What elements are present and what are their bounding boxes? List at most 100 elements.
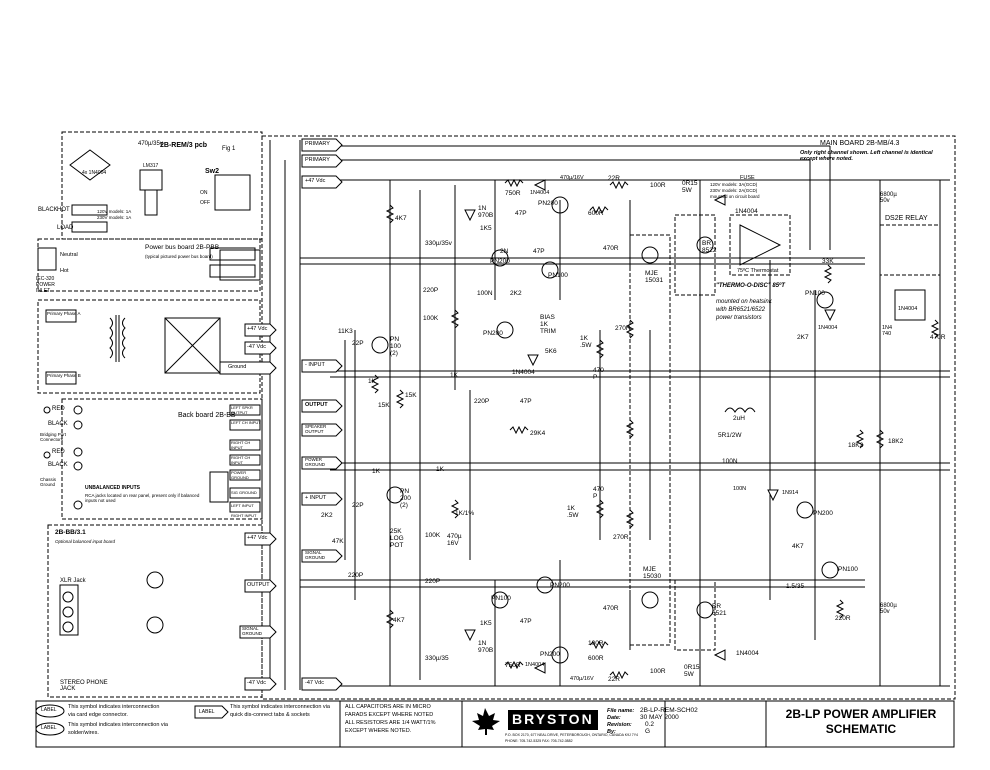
- rem-cap: 470µ/35v: [138, 141, 163, 147]
- cap-note-2: FARADS EXCEPT WHERE NOTED: [345, 712, 434, 718]
- conn-47v-1: +47 Vdc: [305, 178, 326, 184]
- notes-frame: [35, 700, 955, 748]
- rem-fuse-note2: 230V models: 1A: [97, 215, 132, 220]
- part-r1k5a: 1K5: [480, 225, 492, 232]
- part-pn100e: PN100: [491, 595, 511, 602]
- conn-left-spkr: LEFT SPKR OUTPUT: [231, 405, 253, 415]
- balanced-title: 2B-BB/3.1: [55, 529, 86, 536]
- part-fuse-note2: 230V models: 2A(GCD): [710, 188, 758, 193]
- part-r11k3: 11K3: [338, 328, 353, 335]
- part-r4k7b: 4K7: [792, 543, 804, 550]
- conn-minus-input: - INPUT: [305, 362, 325, 368]
- part-r2k2: 2K2: [510, 290, 522, 297]
- part-pn200e: PN 200 (2): [400, 488, 411, 509]
- part-pn200d: PN200: [813, 510, 833, 517]
- part-c220pd: 220P: [348, 572, 364, 579]
- part-pn100a: PN100: [548, 272, 568, 279]
- part-d4004d: 1N4004: [818, 325, 838, 331]
- part-pn200a: PN200: [490, 258, 510, 265]
- part-r470b: 470R: [930, 334, 946, 341]
- part-d4004e: 1N4004: [736, 650, 759, 657]
- part-d4004b: 1N4004: [735, 208, 758, 215]
- note-label-3: LABEL: [199, 709, 215, 715]
- part-c470c: 470µ/16V: [570, 676, 594, 682]
- part-c220p: 220P: [423, 287, 439, 294]
- part-r29k4: 29K4: [530, 430, 546, 437]
- conn-sig-ground-bb: SIG GROUND: [231, 490, 257, 495]
- logo-phone: PHONE: 705-742-5325 FAX: 705-742-0882: [505, 739, 573, 743]
- part-fuse-note1: 120V models: 3A(GCD): [710, 182, 758, 187]
- revision: 0.2: [645, 721, 655, 728]
- part-r2k7: 2K7: [797, 334, 809, 341]
- conn-primary-1: PRIMARY: [305, 141, 330, 147]
- part-r470a: 470R: [603, 245, 619, 252]
- part-d4004a: 1N4004: [530, 190, 550, 196]
- neutral-label: Neutral: [60, 252, 78, 258]
- hot-label: Hot: [60, 268, 69, 274]
- by-label: By:: [607, 729, 616, 735]
- rem-fuse-note1: 120V models: 1A: [97, 209, 132, 214]
- part-r470c: 470R: [603, 605, 619, 612]
- part-c220pb: 220P: [474, 398, 490, 405]
- part-br8522: BR 8522: [702, 240, 717, 254]
- part-2n: 2N: [500, 248, 509, 255]
- back-board-frame: [61, 398, 263, 520]
- part-fuse-note3: mounted on circuit board: [710, 194, 760, 199]
- part-r22b: 22R: [608, 676, 620, 683]
- part-br6521: BR 6521: [712, 603, 727, 617]
- part-pn100c: PN100: [838, 566, 858, 573]
- part-c47pd: 47P: [520, 618, 532, 625]
- part-r1k5w: 1K .5W: [580, 335, 592, 349]
- conn-bal-sig-gnd: SIGNAL GROUND: [242, 626, 262, 636]
- part-c100nb: 100N: [722, 458, 738, 465]
- part-c470b: 470µ 16V: [447, 533, 462, 547]
- conn-right-input-bb: RIGHT INPUT: [231, 513, 257, 518]
- part-c47pc: 47P: [520, 398, 532, 405]
- conn-bal-47v: +47 Vdc: [247, 535, 268, 541]
- part-pn200b: PN200: [538, 200, 558, 207]
- note-text-2b: solder/wires.: [68, 730, 99, 736]
- part-r750a: 750R: [505, 190, 521, 197]
- part-c330b: 330µ/35: [425, 655, 449, 662]
- rem-pcb-frame: [61, 131, 263, 240]
- part-c15: 1.5/35: [786, 583, 805, 590]
- part-r4k7c: 4K7: [393, 617, 405, 624]
- date-label: Date:: [607, 715, 621, 721]
- part-pn100b: PN 100 (2): [390, 336, 401, 357]
- part-r270b: 270R: [613, 534, 629, 541]
- part-r220: 220R: [835, 615, 851, 622]
- part-c220pc: 220P: [425, 578, 441, 585]
- conn-right-input-2: RIGHT CH INPUT: [231, 455, 251, 465]
- part-r22p-b: 22P: [352, 502, 364, 509]
- part-r750b: 750R: [505, 662, 521, 669]
- part-c47p2: 47P: [533, 248, 545, 255]
- resistors: [370, 178, 940, 680]
- part-fuse: FUSE: [740, 175, 755, 181]
- part-q2: 1N 970B: [478, 640, 494, 654]
- maple-leaf-logo: [472, 708, 500, 735]
- part-r100c: 100R: [650, 668, 666, 675]
- part-r1k-c: 1K: [372, 468, 380, 475]
- part-d4004f: 1N4004: [525, 662, 545, 668]
- note-text-3a: This symbol indicates interconnection vi…: [230, 704, 330, 710]
- connector-tabs: [219, 138, 343, 691]
- part-c100n: 100N: [477, 290, 493, 297]
- cap-note-3: ALL RESISTORS ARE 1/4 WATT/1%: [345, 720, 436, 726]
- part-r1k-b: 1K: [450, 372, 458, 379]
- part-pn200g: PN200: [540, 651, 560, 658]
- part-d4004-relay: 1N4004: [898, 306, 918, 312]
- unbalanced-note: RCA jacks located on rear panel, present…: [85, 493, 200, 503]
- power-rails: [300, 145, 950, 687]
- conn-plus-input: + INPUT: [305, 495, 327, 501]
- left-hot: BLACK: [38, 207, 58, 213]
- part-r33k: 33K: [822, 258, 834, 265]
- relay-label: DS2E RELAY: [885, 215, 928, 222]
- power-bus-title: Power bus board 2B-PBB: [145, 244, 220, 251]
- part-c6800b: 6800µ 50v: [880, 603, 897, 615]
- left-load: LOAD: [57, 225, 74, 231]
- balanced-note: Optional balanced input board: [55, 539, 116, 544]
- part-r25k: 25K LOG POT: [390, 528, 404, 549]
- transistors: [146, 196, 839, 664]
- note-text-3b: quick dis-connect tabs & sockets: [230, 712, 310, 718]
- title-line-2: SCHEMATIC: [825, 722, 897, 736]
